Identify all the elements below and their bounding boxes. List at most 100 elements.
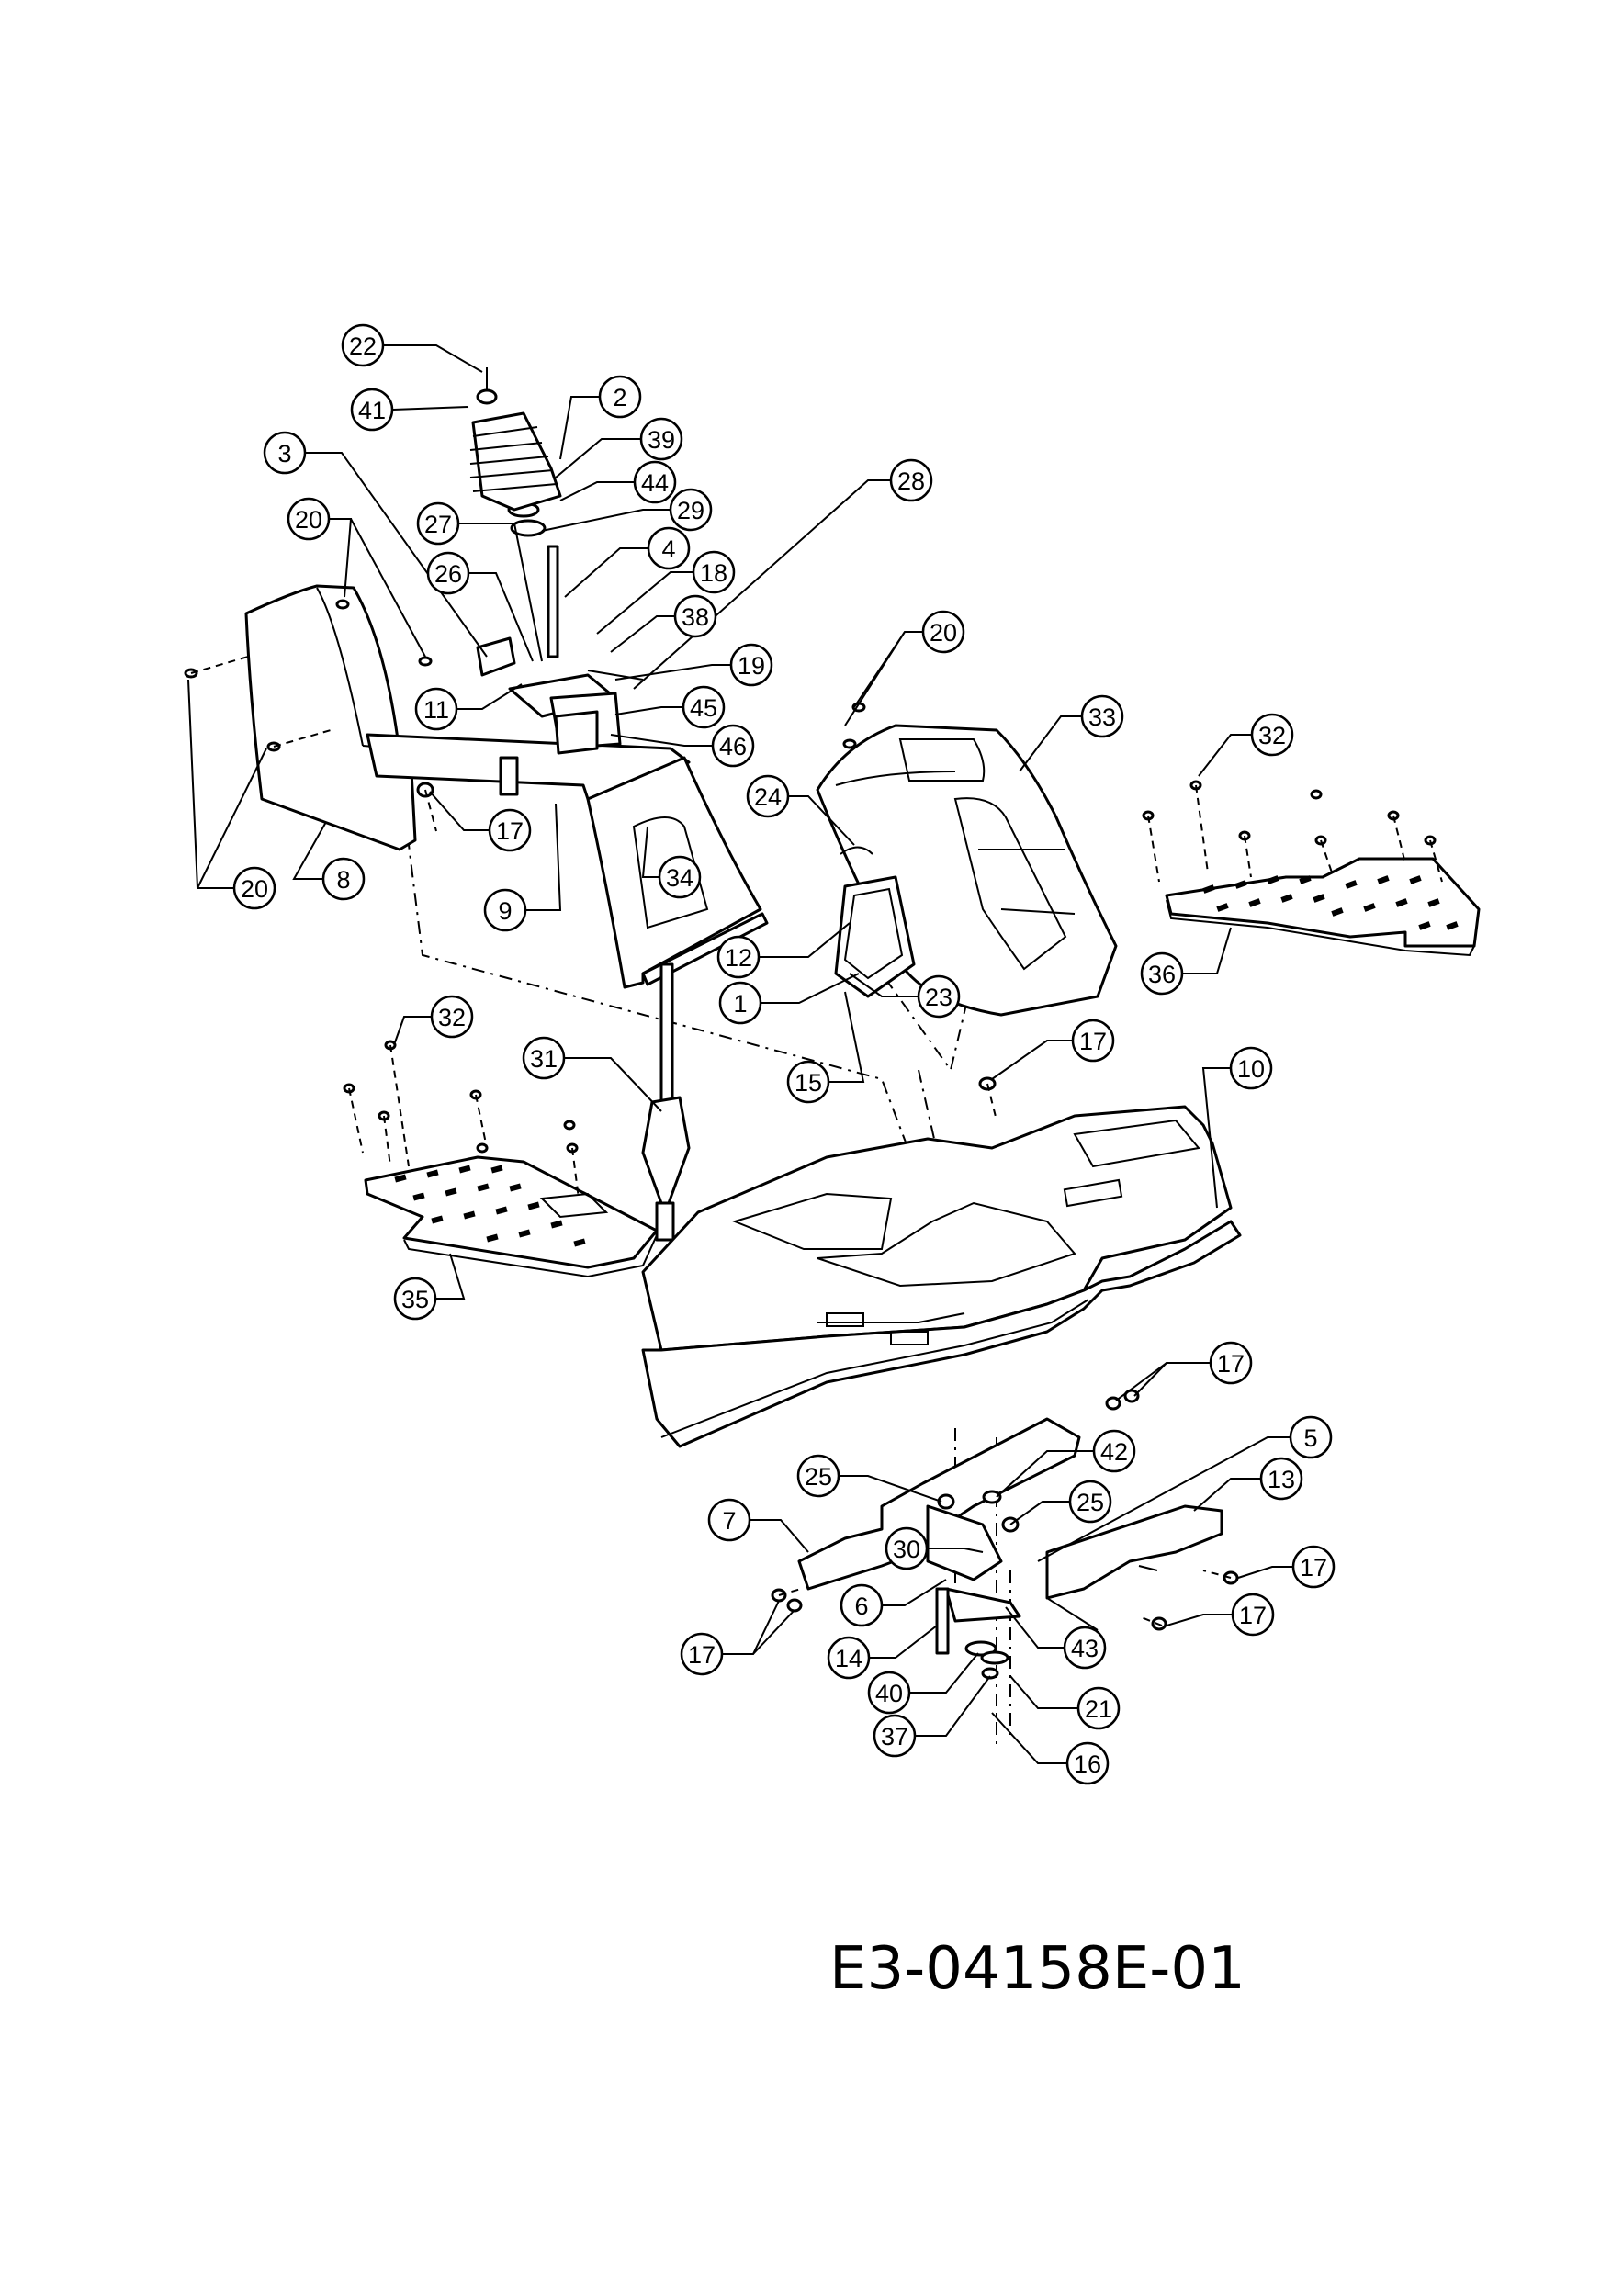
callout-number: 31 bbox=[530, 1045, 558, 1073]
callout-circle bbox=[867, 1671, 911, 1715]
callout-number: 4 bbox=[661, 535, 675, 563]
callout-42: 42 bbox=[1092, 1429, 1136, 1473]
callout-circle bbox=[350, 388, 394, 432]
callout-43: 43 bbox=[1063, 1626, 1107, 1670]
callout-number: 12 bbox=[725, 944, 752, 972]
callout-number: 24 bbox=[754, 783, 782, 811]
callout-22: 22 bbox=[341, 323, 385, 367]
callout-circle bbox=[426, 551, 470, 595]
callout-circle bbox=[711, 724, 755, 768]
callout-circle bbox=[1092, 1429, 1136, 1473]
callout-number: 17 bbox=[1239, 1602, 1267, 1629]
callout-number: 32 bbox=[438, 1004, 466, 1031]
fender-panel-left bbox=[244, 584, 515, 851]
callout-circle bbox=[1209, 1341, 1253, 1385]
callout-4: 4 bbox=[647, 526, 691, 570]
callout-34: 34 bbox=[658, 855, 702, 899]
callout-number: 6 bbox=[854, 1593, 868, 1620]
callout-35: 35 bbox=[393, 1277, 437, 1321]
callout-circle bbox=[488, 808, 532, 852]
callout-number: 14 bbox=[835, 1645, 862, 1672]
callout-number: 36 bbox=[1148, 961, 1176, 988]
callout-17: 17 bbox=[1209, 1341, 1253, 1385]
console-bracket bbox=[366, 733, 769, 989]
callout-number: 38 bbox=[682, 603, 709, 631]
callout-number: 3 bbox=[277, 440, 291, 467]
callout-circle bbox=[707, 1498, 751, 1542]
callout-circle bbox=[692, 550, 736, 594]
callout-2: 2 bbox=[598, 375, 642, 419]
callout-number: 43 bbox=[1071, 1635, 1099, 1662]
callout-circle bbox=[840, 1583, 884, 1627]
callout-number: 2 bbox=[613, 384, 626, 411]
callout-24: 24 bbox=[746, 774, 790, 818]
callout-circle bbox=[1080, 694, 1124, 738]
callout-circle bbox=[1076, 1686, 1121, 1730]
callout-number: 27 bbox=[424, 511, 452, 538]
callout-number: 9 bbox=[498, 897, 512, 925]
callout-20: 20 bbox=[232, 866, 276, 910]
callout-circle bbox=[1229, 1046, 1273, 1090]
callout-circle bbox=[1289, 1415, 1333, 1459]
callout-circle bbox=[341, 323, 385, 367]
callout-circle bbox=[658, 855, 702, 899]
callout-12: 12 bbox=[716, 935, 761, 979]
fastener-axes bbox=[190, 656, 1443, 1626]
gear-lever-assembly bbox=[469, 367, 644, 755]
callout-number: 25 bbox=[1076, 1489, 1104, 1516]
callout-number: 11 bbox=[423, 696, 449, 724]
callout-10: 10 bbox=[1229, 1046, 1273, 1090]
callout-7: 7 bbox=[707, 1498, 751, 1542]
callout-circle bbox=[1291, 1545, 1336, 1589]
callout-number: 17 bbox=[688, 1641, 716, 1669]
callout-circle bbox=[682, 685, 726, 729]
callout-25: 25 bbox=[796, 1454, 840, 1498]
callout-number: 40 bbox=[875, 1680, 903, 1707]
callout-circle bbox=[718, 981, 762, 1025]
callout-circle bbox=[1068, 1480, 1112, 1524]
callout-circle bbox=[746, 774, 790, 818]
callout-circle bbox=[393, 1277, 437, 1321]
callout-number: 42 bbox=[1100, 1438, 1128, 1466]
callout-circle bbox=[522, 1036, 566, 1080]
callout-circle bbox=[889, 458, 933, 502]
callout-number: 35 bbox=[401, 1286, 429, 1313]
callout-31: 31 bbox=[522, 1036, 566, 1080]
callout-circle bbox=[639, 417, 683, 461]
callout-number: 32 bbox=[1258, 722, 1286, 749]
callout-30: 30 bbox=[885, 1526, 929, 1570]
callout-circle bbox=[716, 935, 761, 979]
callout-29: 29 bbox=[669, 488, 713, 532]
callout-circle bbox=[416, 501, 460, 546]
callout-20: 20 bbox=[921, 610, 965, 654]
callout-circle bbox=[885, 1526, 929, 1570]
callout-36: 36 bbox=[1140, 951, 1184, 996]
callout-number: 15 bbox=[795, 1069, 822, 1097]
callout-circle bbox=[633, 460, 677, 504]
callout-32: 32 bbox=[430, 995, 474, 1039]
callout-19: 19 bbox=[729, 643, 773, 687]
callout-number: 18 bbox=[700, 559, 727, 587]
callout-number: 17 bbox=[1217, 1350, 1245, 1378]
callout-circle bbox=[1231, 1593, 1275, 1637]
callout-26: 26 bbox=[426, 551, 470, 595]
callout-32: 32 bbox=[1250, 713, 1294, 757]
callout-circle bbox=[263, 431, 307, 475]
callout-number: 25 bbox=[805, 1463, 832, 1491]
callout-46: 46 bbox=[711, 724, 755, 768]
callout-number: 29 bbox=[677, 497, 704, 524]
callout-circle bbox=[430, 995, 474, 1039]
callout-number: 5 bbox=[1303, 1424, 1317, 1452]
callout-number: 17 bbox=[496, 817, 524, 845]
callout-3: 3 bbox=[263, 431, 307, 475]
callout-8: 8 bbox=[321, 857, 366, 901]
callout-33: 33 bbox=[1080, 694, 1124, 738]
callout-number: 20 bbox=[295, 506, 322, 534]
callout-number: 37 bbox=[881, 1723, 908, 1750]
callout-40: 40 bbox=[867, 1671, 911, 1715]
callout-44: 44 bbox=[633, 460, 677, 504]
callout-23: 23 bbox=[917, 974, 961, 1019]
callout-11: 11 bbox=[414, 687, 458, 731]
